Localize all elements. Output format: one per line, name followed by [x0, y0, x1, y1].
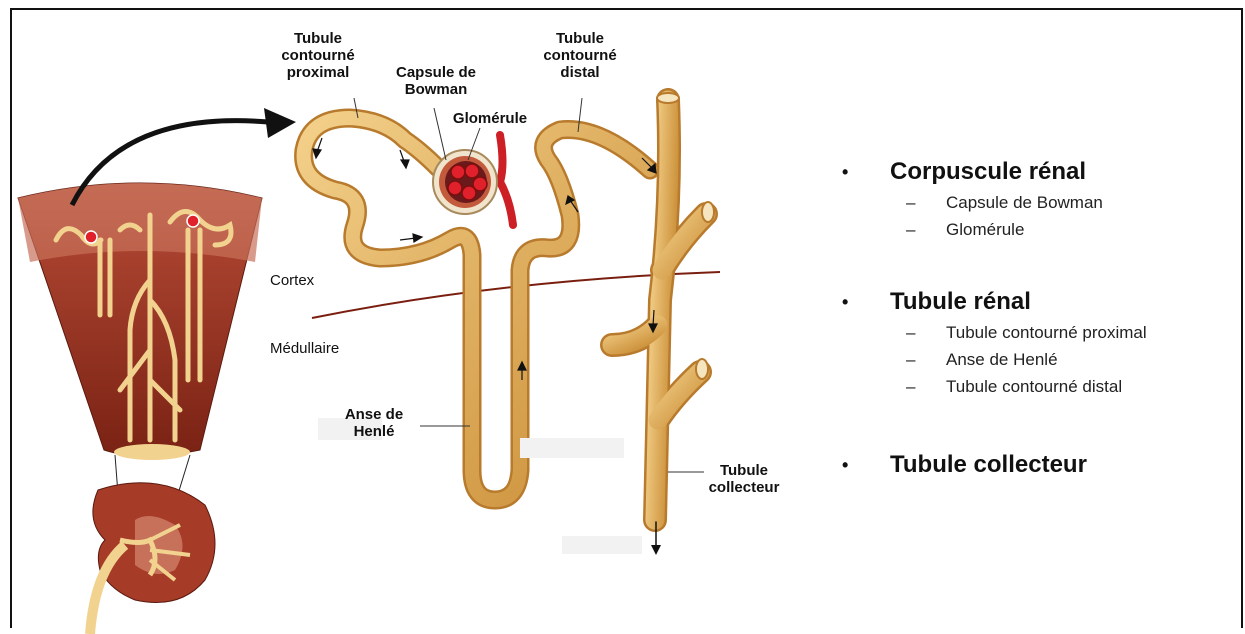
label-cortex: Cortex	[270, 272, 314, 289]
legend-group-renal-tubule: •Tubule rénal –Tubule contourné proximal…	[842, 285, 1242, 448]
label-collecting-duct: Tubule collecteur	[694, 462, 794, 496]
legend-group-renal-corpuscle: •Corpuscule rénal –Capsule de Bowman –Gl…	[842, 155, 1242, 285]
label-bowman-capsule: Capsule de Bowman	[386, 64, 486, 98]
legend-heading: •Corpuscule rénal	[842, 155, 1242, 189]
label-proximal-tubule: Tubule contourné proximal	[268, 30, 368, 81]
legend-item: –Tubule contourné distal	[842, 373, 1242, 400]
legend-item: –Anse de Henlé	[842, 346, 1242, 373]
label-distal-tubule: Tubule contourné distal	[530, 30, 630, 81]
legend-heading: •Tubule collecteur	[842, 448, 1242, 482]
legend-item: –Tubule contourné proximal	[842, 319, 1242, 346]
label-medulla: Médullaire	[270, 340, 339, 357]
legend-group-collecting-duct: •Tubule collecteur	[842, 448, 1242, 482]
legend-item: –Glomérule	[842, 216, 1242, 243]
label-glomerulus: Glomérule	[440, 110, 540, 127]
label-loop-of-henle: Anse de Henlé	[334, 406, 414, 440]
legend: •Corpuscule rénal –Capsule de Bowman –Gl…	[842, 155, 1242, 482]
legend-item: –Capsule de Bowman	[842, 189, 1242, 216]
bowman-capsule	[433, 135, 513, 225]
legend-heading: •Tubule rénal	[842, 285, 1242, 319]
kidney-section	[18, 183, 262, 634]
